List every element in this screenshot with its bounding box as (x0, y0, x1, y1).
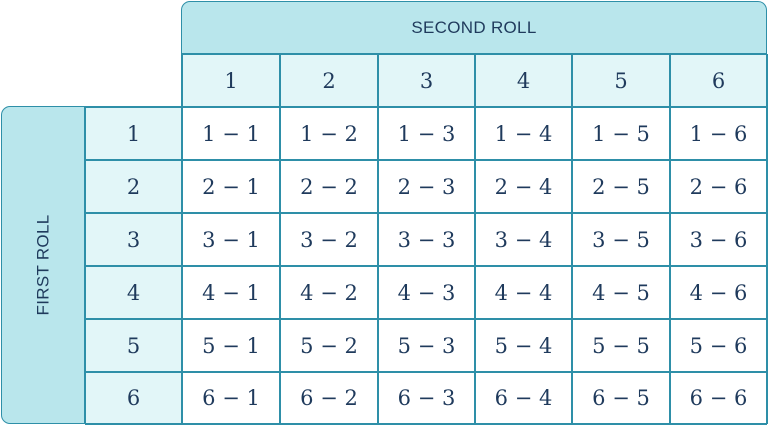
grid-line-horizontal (85, 265, 767, 267)
outcome-cell: 6 − 6 (670, 372, 767, 424)
grid-line-vertical (279, 54, 281, 424)
outcome-cell: 2 − 1 (182, 160, 280, 213)
outcome-cell: 6 − 2 (280, 372, 378, 424)
row-header-4: 4 (85, 266, 182, 319)
grid-line-vertical (571, 54, 573, 424)
column-header-3: 3 (378, 54, 475, 107)
outcome-cell: 2 − 3 (378, 160, 475, 213)
outcome-cell: 3 − 4 (475, 213, 572, 266)
row-header-6: 6 (85, 372, 182, 424)
grid-line-horizontal (85, 212, 767, 214)
grid-line-vertical (377, 54, 379, 424)
outcome-cell: 3 − 6 (670, 213, 767, 266)
outcome-cell: 1 − 3 (378, 107, 475, 160)
outcome-cell: 4 − 2 (280, 266, 378, 319)
grid-line-vertical (766, 54, 768, 424)
column-header-2: 2 (280, 54, 378, 107)
grid-line-horizontal (85, 318, 767, 320)
outcome-cell: 4 − 5 (572, 266, 670, 319)
row-header-5: 5 (85, 319, 182, 372)
row-header-3: 3 (85, 213, 182, 266)
outcome-cell: 5 − 1 (182, 319, 280, 372)
outcome-cell: 4 − 6 (670, 266, 767, 319)
outcome-cell: 6 − 4 (475, 372, 572, 424)
grid-line-vertical (181, 54, 183, 424)
outcome-cell: 5 − 5 (572, 319, 670, 372)
outcome-cell: 4 − 3 (378, 266, 475, 319)
outcome-cell: 5 − 4 (475, 319, 572, 372)
outcome-cell: 3 − 3 (378, 213, 475, 266)
outcome-cell: 1 − 2 (280, 107, 378, 160)
column-header-5: 5 (572, 54, 670, 107)
outcome-cell: 4 − 4 (475, 266, 572, 319)
column-header-4: 4 (475, 54, 572, 107)
outcome-cell: 3 − 5 (572, 213, 670, 266)
outcome-cell: 2 − 4 (475, 160, 572, 213)
grid-line-vertical (84, 107, 86, 424)
outcome-cell: 1 − 6 (670, 107, 767, 160)
outcome-cell: 6 − 1 (182, 372, 280, 424)
outcome-cell: 5 − 2 (280, 319, 378, 372)
column-header-1: 1 (182, 54, 280, 107)
outcome-cell: 2 − 6 (670, 160, 767, 213)
outcome-cell: 2 − 5 (572, 160, 670, 213)
row-header-1: 1 (85, 107, 182, 160)
outcome-cell: 5 − 3 (378, 319, 475, 372)
first-roll-title: FIRST ROLL (1, 106, 85, 424)
grid-line-horizontal (85, 371, 767, 373)
row-header-2: 2 (85, 160, 182, 213)
grid-line-vertical (474, 54, 476, 424)
outcome-cell: 1 − 5 (572, 107, 670, 160)
outcome-cell: 1 − 1 (182, 107, 280, 160)
outcome-cell: 1 − 4 (475, 107, 572, 160)
grid-line-vertical (669, 54, 671, 424)
grid-line-horizontal (85, 106, 767, 108)
outcome-cell: 3 − 1 (182, 213, 280, 266)
grid-line-horizontal (85, 423, 767, 425)
grid-line-horizontal (182, 53, 767, 55)
second-roll-title: SECOND ROLL (411, 17, 537, 37)
outcome-cell: 3 − 2 (280, 213, 378, 266)
first-roll-title-text: FIRST ROLL (33, 214, 52, 316)
outcome-cell: 5 − 6 (670, 319, 767, 372)
outcome-cell: 6 − 5 (572, 372, 670, 424)
outcome-cell: 4 − 1 (182, 266, 280, 319)
grid-line-horizontal (85, 159, 767, 161)
column-header-6: 6 (670, 54, 767, 107)
outcome-cell: 6 − 3 (378, 372, 475, 424)
outcome-cell: 2 − 2 (280, 160, 378, 213)
